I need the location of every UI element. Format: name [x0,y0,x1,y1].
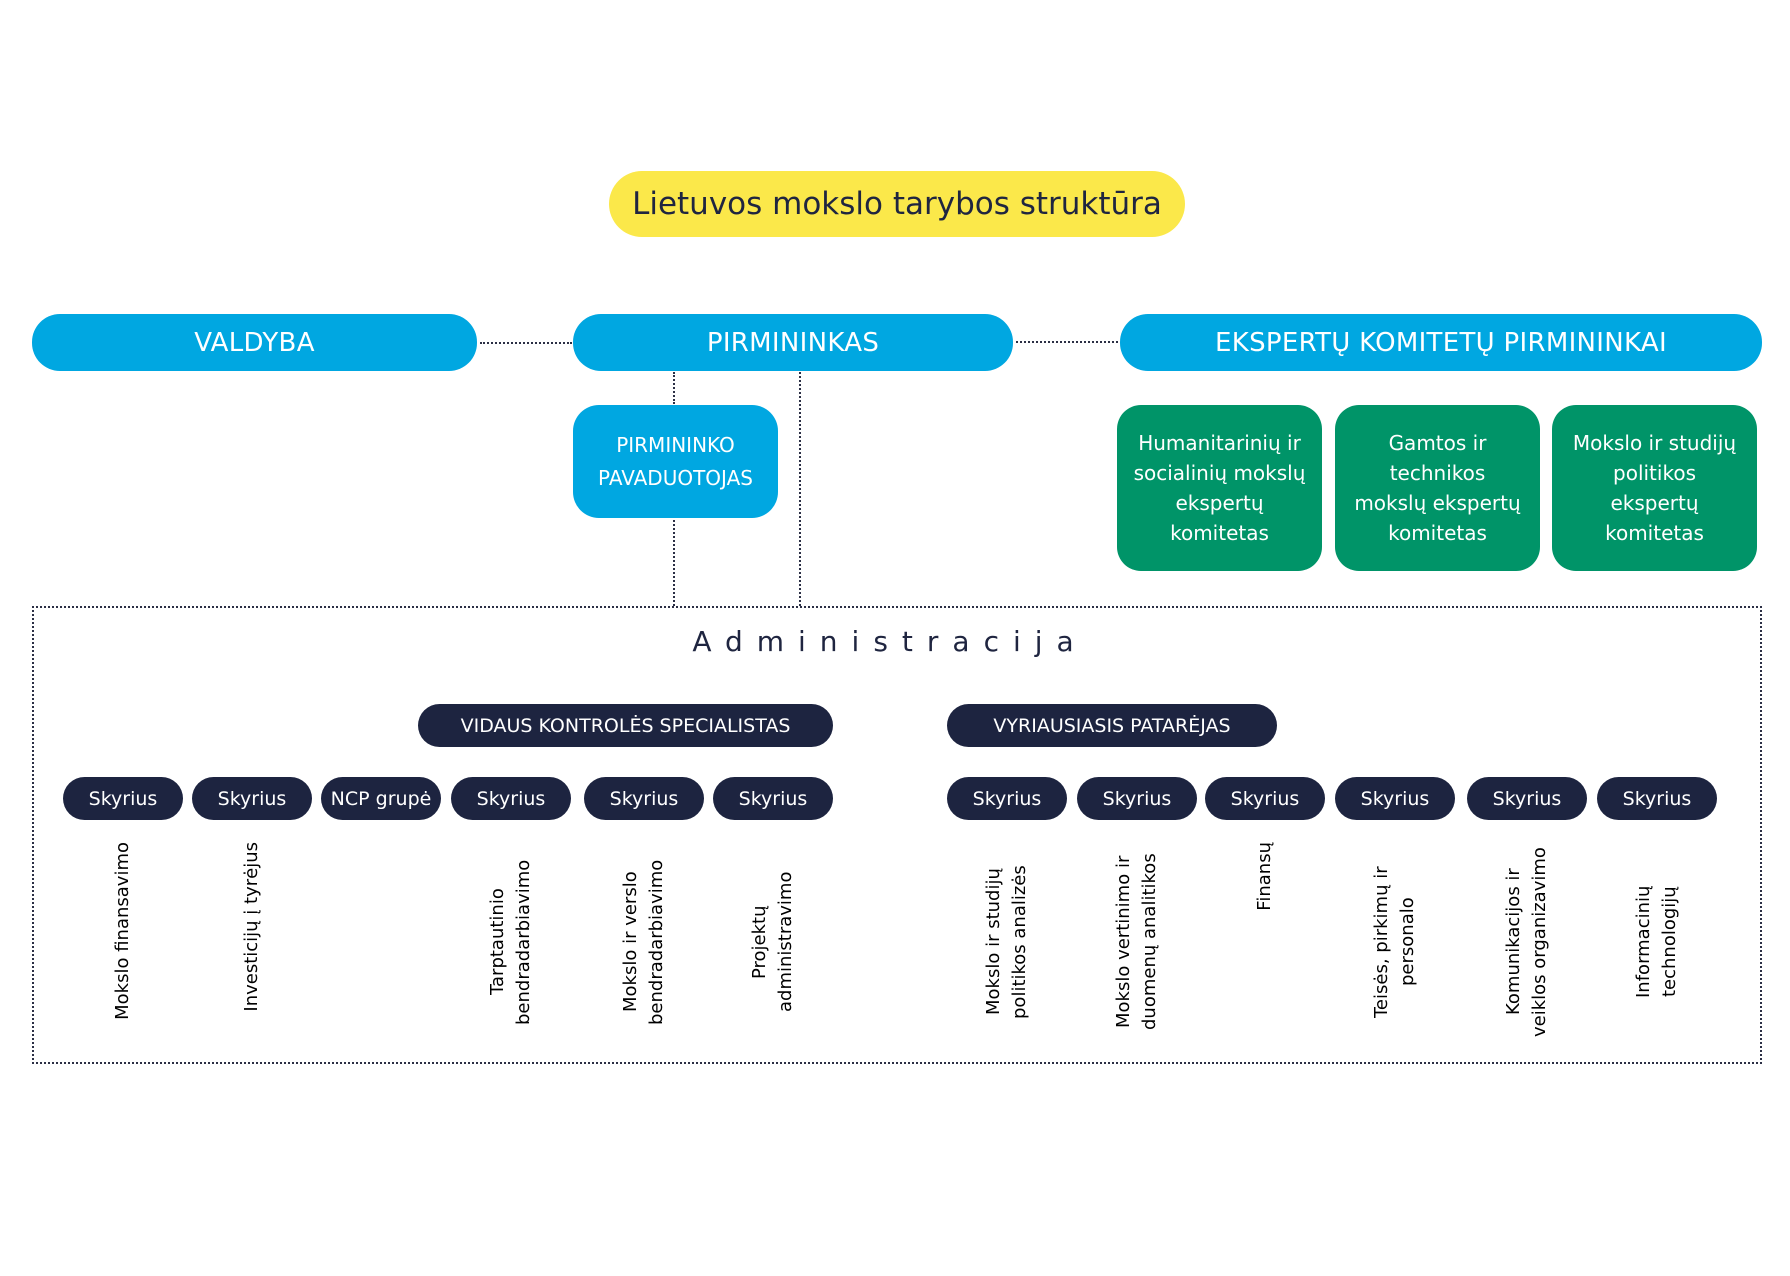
unit-name-wrap: Mokslo ir studijų politikos analizės [967,842,1047,1042]
unit-name: Mokslo ir verslo bendradarbiavimo [620,859,667,1025]
role-internal-control: VIDAUS KONTROLĖS SPECIALISTAS [418,704,833,747]
connector-chair-deputy [673,372,675,404]
unit-name-wrap: Investicijų į tyrėjus [212,842,292,1042]
deputy-node: PIRMININKO PAVADUOTOJAS [573,405,778,518]
unit-pill: Skyrius [192,777,312,820]
unit-name-wrap: Tarptautinio bendradarbiavimo [471,842,551,1042]
unit-pill: Skyrius [947,777,1067,820]
unit-name: Projektų administravimo [749,871,796,1013]
administration-box [32,606,1762,1064]
unit-name: Mokslo finansavimo [112,842,133,1020]
unit-name: Tarptautinio bendradarbiavimo [487,859,534,1025]
unit-name: Komunikacijos ir veiklos organizavimo [1503,847,1550,1037]
role-chief-advisor: VYRIAUSIASIS PATARĖJAS [947,704,1277,747]
unit-name-wrap: Informacinių technologijų [1617,842,1697,1042]
unit-name: Informacinių technologijų [1633,885,1680,999]
unit-pill: Skyrius [584,777,704,820]
committee-nature-tech: Gamtos ir technikos mokslų ekspertų komi… [1335,405,1540,571]
connector-chair-experts [1016,341,1118,343]
unit-pill: Skyrius [1597,777,1717,820]
chart-title: Lietuvos mokslo tarybos struktūra [609,171,1185,237]
unit-name-wrap: Projektų administravimo [733,842,813,1042]
committee-policy: Mokslo ir studijų politikos ekspertų kom… [1552,405,1757,571]
unit-name-wrap: Mokslo finansavimo [83,842,163,1042]
unit-pill: Skyrius [713,777,833,820]
unit-pill: Skyrius [451,777,571,820]
unit-name-wrap: Finansų [1225,842,1305,1042]
unit-pill: Skyrius [1205,777,1325,820]
unit-pill: Skyrius [63,777,183,820]
unit-name: Investicijų į tyrėjus [241,842,262,1012]
ncp-group-pill: NCP grupė [321,777,441,820]
expert-chairs-node: EKSPERTŲ KOMITETŲ PIRMININKAI [1120,314,1762,371]
unit-name: Mokslo vertinimo ir duomenų analitikos [1113,853,1160,1031]
connector-board-chair [480,342,572,344]
unit-pill: Skyrius [1077,777,1197,820]
board-node: VALDYBA [32,314,477,371]
committee-humanities: Humanitarinių ir socialinių mokslų ekspe… [1117,405,1322,571]
unit-name: Finansų [1254,842,1275,911]
administration-title: Administracija [692,625,1088,658]
connector-deputy-admin [673,520,675,606]
connector-chair-admin [799,372,801,606]
chair-node: PIRMININKAS [573,314,1013,371]
unit-pill: Skyrius [1335,777,1455,820]
unit-name-wrap: Mokslo ir verslo bendradarbiavimo [604,842,684,1042]
unit-name-wrap: Mokslo vertinimo ir duomenų analitikos [1097,842,1177,1042]
unit-pill: Skyrius [1467,777,1587,820]
unit-name: Teisės, pirkimų ir personalo [1371,866,1418,1018]
unit-name-wrap: Teisės, pirkimų ir personalo [1355,842,1435,1042]
unit-name: Mokslo ir studijų politikos analizės [983,865,1030,1019]
unit-name-wrap: Komunikacijos ir veiklos organizavimo [1487,842,1567,1042]
